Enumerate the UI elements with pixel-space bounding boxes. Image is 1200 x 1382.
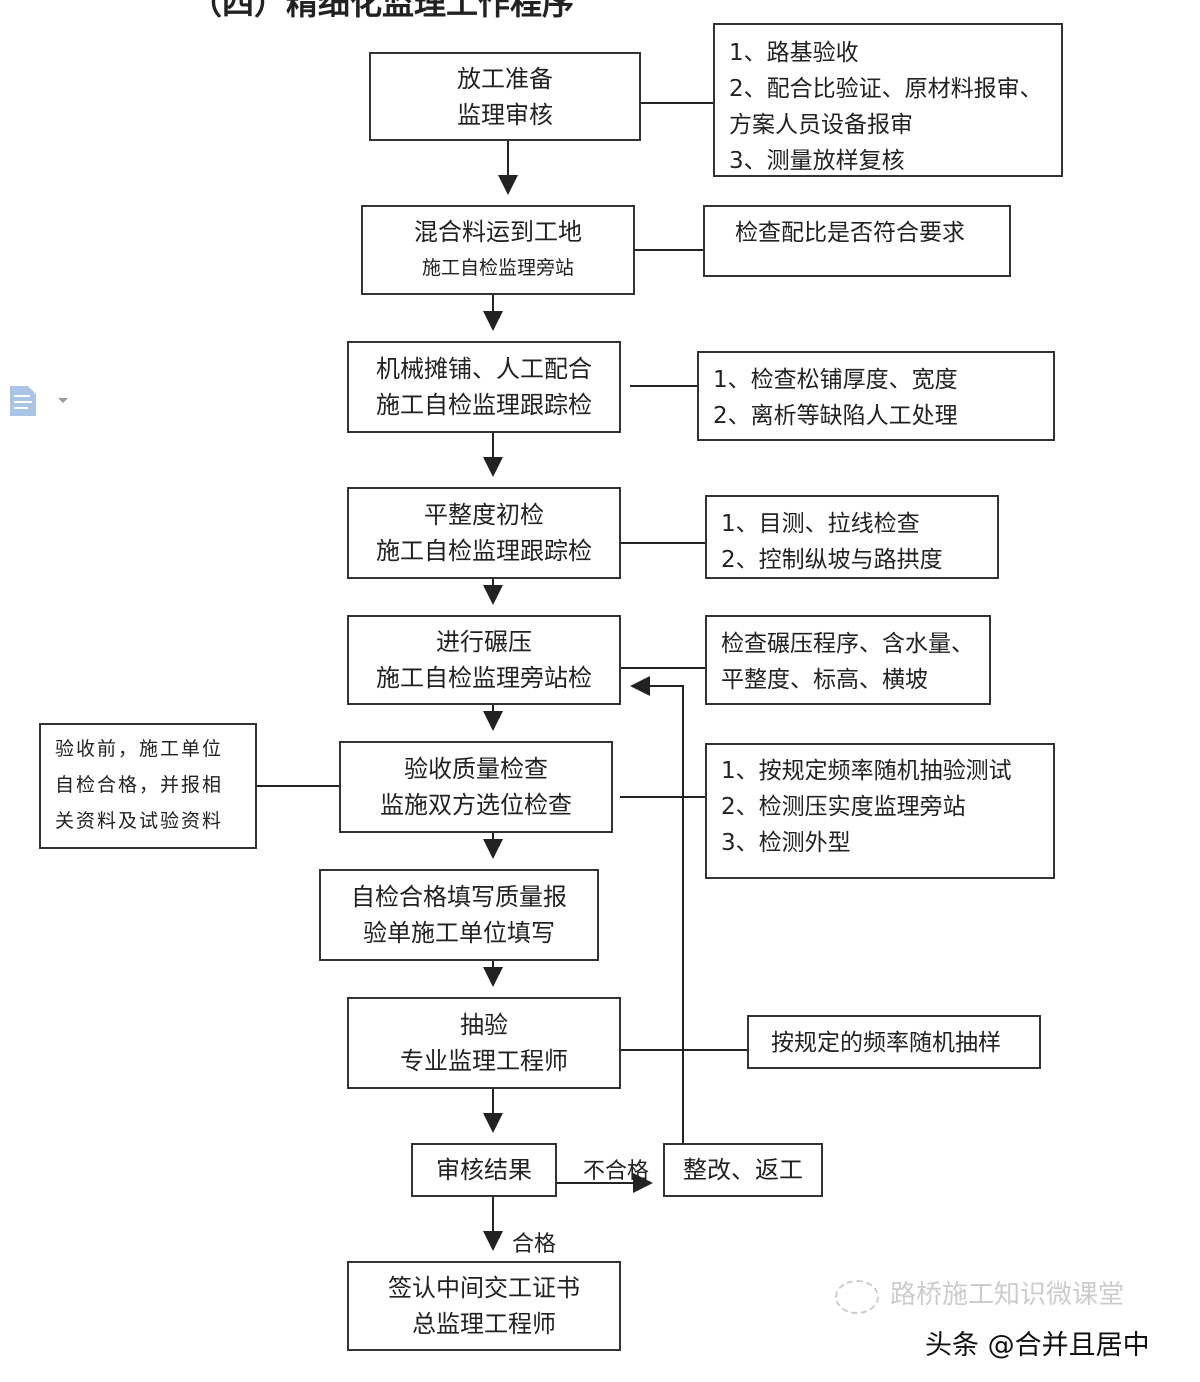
step-rework: 整改、返工 <box>663 1143 823 1197</box>
note-sampling: 按规定的频率随机抽样 <box>747 1015 1041 1069</box>
step-line: 施工自检监理旁站检 <box>376 664 592 692</box>
rework-feedback-line <box>630 676 684 1143</box>
step-quality-inspection: 验收质量检查监施双方选位检查 <box>339 741 613 833</box>
step-line: 整改、返工 <box>683 1156 803 1184</box>
note-preparation: 1、路基验收 2、配合比验证、原材料报审、方案人员设备报审 3、测量放样复核 <box>713 23 1063 177</box>
step-line: 放工准备 <box>457 64 553 93</box>
step-line: 抽验 <box>460 1011 508 1039</box>
source-credit: 头条 @合并且居中 <box>925 1330 1150 1361</box>
note-line: 2、配合比验证、原材料报审、 <box>729 76 1043 102</box>
note-line: 1、按规定频率随机抽验测试 <box>721 758 1012 784</box>
note-line: 关资料及试验资料 <box>55 810 224 832</box>
step-compaction: 进行碾压施工自检监理旁站检 <box>347 615 621 705</box>
step-review-result: 审核结果 <box>411 1143 557 1197</box>
step-line: 施工自检监理跟踪检 <box>376 391 592 419</box>
step-line: 专业监理工程师 <box>400 1047 568 1075</box>
note-line: 3、检测外型 <box>721 830 851 856</box>
step-line: 机械摊铺、人工配合 <box>376 355 592 383</box>
step-line: 验单施工单位填写 <box>363 919 555 947</box>
step-line: 自检合格填写质量报 <box>351 883 567 911</box>
step-preparation: 放工准备监理审核 <box>369 52 641 141</box>
label-pass: 合格 <box>512 1232 557 1257</box>
diagram-title: （四）精细化监理工作程序 <box>190 0 575 22</box>
note-line: 按规定的频率随机抽样 <box>771 1030 1001 1056</box>
step-line: 验收质量检查 <box>404 755 548 783</box>
watermark: 路桥施工知识微课堂 <box>890 1280 1125 1310</box>
note-line: 方案人员设备报审 <box>729 112 913 138</box>
note-compaction: 检查碾压程序、含水量、平整度、标高、横坡 <box>705 615 991 705</box>
step-material-arrival: 混合料运到工地施工自检监理旁站 <box>361 205 635 295</box>
note-line: 平整度、标高、横坡 <box>721 667 928 693</box>
step-line: 总监理工程师 <box>412 1310 556 1338</box>
note-line: 3、测量放样复核 <box>729 148 905 174</box>
dropdown-arrow-icon[interactable] <box>58 398 68 403</box>
step-flatness-check: 平整度初检施工自检监理跟踪检 <box>347 487 621 579</box>
note-self-check: 验收前，施工单位自检合格，并报相关资料及试验资料 <box>39 723 257 849</box>
note-line: 1、路基验收 <box>729 40 859 66</box>
step-line: 施工自检监理旁站 <box>421 257 574 279</box>
wechat-icon <box>835 1280 879 1314</box>
step-line: 施工自检监理跟踪检 <box>376 537 592 565</box>
label-fail: 不合格 <box>583 1159 650 1184</box>
note-flatness: 1、目测、拉线检查 2、控制纵坡与路拱度 <box>705 495 999 579</box>
step-paving: 机械摊铺、人工配合施工自检监理跟踪检 <box>347 341 621 433</box>
note-line: 2、离析等缺陷人工处理 <box>713 403 958 429</box>
note-line: 2、控制纵坡与路拱度 <box>721 547 943 573</box>
step-line: 混合料运到工地 <box>414 218 582 246</box>
document-icon <box>10 386 36 416</box>
note-inspection: 1、按规定频率随机抽验测试 2、检测压实度监理旁站 3、检测外型 <box>705 743 1055 879</box>
step-line: 平整度初检 <box>424 501 544 529</box>
step-line: 签认中间交工证书 <box>388 1274 580 1302</box>
step-quality-report: 自检合格填写质量报验单施工单位填写 <box>319 869 599 961</box>
note-line: 检查配比是否符合要求 <box>735 220 965 246</box>
step-line: 监理审核 <box>457 100 553 129</box>
note-line: 2、检测压实度监理旁站 <box>721 794 966 820</box>
step-line: 审核结果 <box>436 1156 532 1184</box>
note-line: 1、检查松铺厚度、宽度 <box>713 367 958 393</box>
step-line: 监施双方选位检查 <box>380 791 572 819</box>
note-mix-ratio: 检查配比是否符合要求 <box>703 205 1011 277</box>
note-line: 自检合格，并报相 <box>55 774 224 796</box>
note-line: 检查碾压程序、含水量、 <box>721 631 974 657</box>
note-paving: 1、检查松铺厚度、宽度 2、离析等缺陷人工处理 <box>697 351 1055 441</box>
note-line: 验收前，施工单位 <box>55 738 224 760</box>
step-sign-certificate: 签认中间交工证书总监理工程师 <box>347 1261 621 1351</box>
step-line: 进行碾压 <box>436 628 532 656</box>
step-sampling: 抽验专业监理工程师 <box>347 997 621 1089</box>
note-line: 1、目测、拉线检查 <box>721 511 920 537</box>
